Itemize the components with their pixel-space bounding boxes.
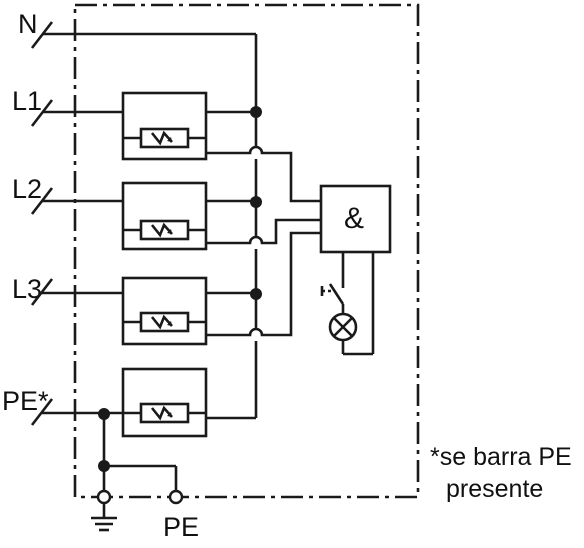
- pe-ground-wires: [102, 413, 178, 491]
- label-l1: L1: [12, 86, 42, 116]
- and-symbol: &: [344, 202, 364, 235]
- pe-terminal: [168, 489, 184, 505]
- footnote-line-2: presente: [446, 475, 543, 503]
- indicator-circuit: [320, 252, 375, 356]
- arrester-icon: [150, 130, 173, 146]
- and-logic-block: [319, 184, 392, 254]
- footnote-line-1: *se barra PE: [430, 443, 572, 471]
- arrester-icon: [150, 405, 173, 421]
- label-pe-out: PE: [163, 512, 199, 542]
- pe-junction: [98, 408, 110, 420]
- arrester-icon: [150, 314, 173, 330]
- bus-junctions: [250, 106, 262, 300]
- spd-module-l2: [121, 181, 208, 251]
- spd-module-pe: [121, 367, 208, 438]
- wire-slash-marks: [30, 21, 54, 426]
- ground-terminal: [96, 489, 112, 505]
- label-l2: L2: [12, 174, 42, 204]
- signal-wires: [206, 145, 321, 337]
- ground-icon: [91, 503, 117, 532]
- spd-module-l1: [121, 91, 208, 161]
- enclosure-boundary: [73, 3, 420, 499]
- spd-module-l3: [121, 276, 208, 346]
- label-n: N: [18, 9, 38, 39]
- arrester-icon: [150, 222, 173, 238]
- module-to-bus-wires: [206, 110, 256, 420]
- ground-junction: [98, 460, 110, 472]
- lamp-icon: [328, 312, 358, 342]
- phase-input-wires: [42, 110, 123, 415]
